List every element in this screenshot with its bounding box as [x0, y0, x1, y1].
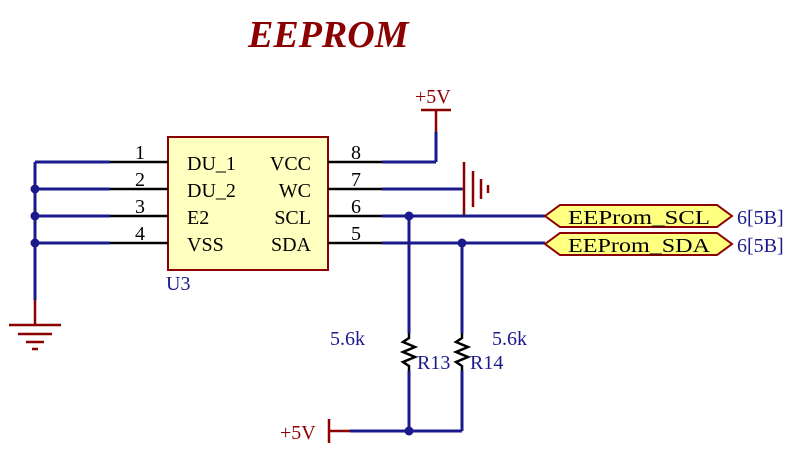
power-bottom-label: +5V — [280, 422, 316, 444]
pin-2-number: 2 — [135, 169, 145, 191]
pin-4-number: 4 — [135, 223, 145, 245]
power-bottom-icon — [327, 419, 350, 443]
port-sda-ref: 6[5B] — [737, 235, 784, 257]
pin-6-number: 6 — [351, 196, 361, 218]
power-top-label: +5V — [415, 86, 451, 108]
pin-3-number: 3 — [135, 196, 145, 218]
pin-4-name: VSS — [187, 234, 224, 256]
r13-designator: R13 — [417, 352, 450, 374]
port-scl-label: EEProm_SCL — [568, 207, 710, 229]
port-sda — [543, 232, 734, 256]
r13-value: 5.6k — [330, 328, 365, 350]
pin-8-number: 8 — [351, 142, 361, 164]
resistor-r14-icon — [452, 333, 472, 371]
r14-value: 5.6k — [492, 328, 527, 350]
port-scl — [543, 204, 734, 228]
junction-left-4 — [30, 238, 40, 248]
schematic-title: EEPROM — [247, 14, 410, 56]
junction-left-3 — [30, 211, 40, 221]
chip-designator: U3 — [166, 273, 190, 295]
pin-6-name: SCL — [274, 207, 311, 229]
port-sda-label: EEProm_SDA — [568, 235, 711, 257]
junction-bottom — [404, 426, 414, 436]
power-top-icon — [421, 108, 451, 132]
pin-7-number: 7 — [351, 169, 361, 191]
pin-7-name: WC — [279, 180, 311, 202]
pin-1-name: DU_1 — [187, 153, 236, 175]
resistor-r13-icon — [399, 333, 419, 371]
pin-3-name: E2 — [187, 207, 209, 229]
r14-designator: R14 — [470, 352, 503, 374]
pin-1-number: 1 — [135, 142, 145, 164]
wc-ground-icon — [462, 162, 490, 216]
junction-left-2 — [30, 184, 40, 194]
chip-body — [167, 136, 329, 271]
pin-5-number: 5 — [351, 223, 361, 245]
pin-5-name: SDA — [271, 234, 312, 256]
port-scl-ref: 6[5B] — [737, 207, 784, 229]
pin-8-name: VCC — [270, 153, 311, 175]
pin-2-name: DU_2 — [187, 180, 236, 202]
ground-icon — [9, 300, 61, 351]
